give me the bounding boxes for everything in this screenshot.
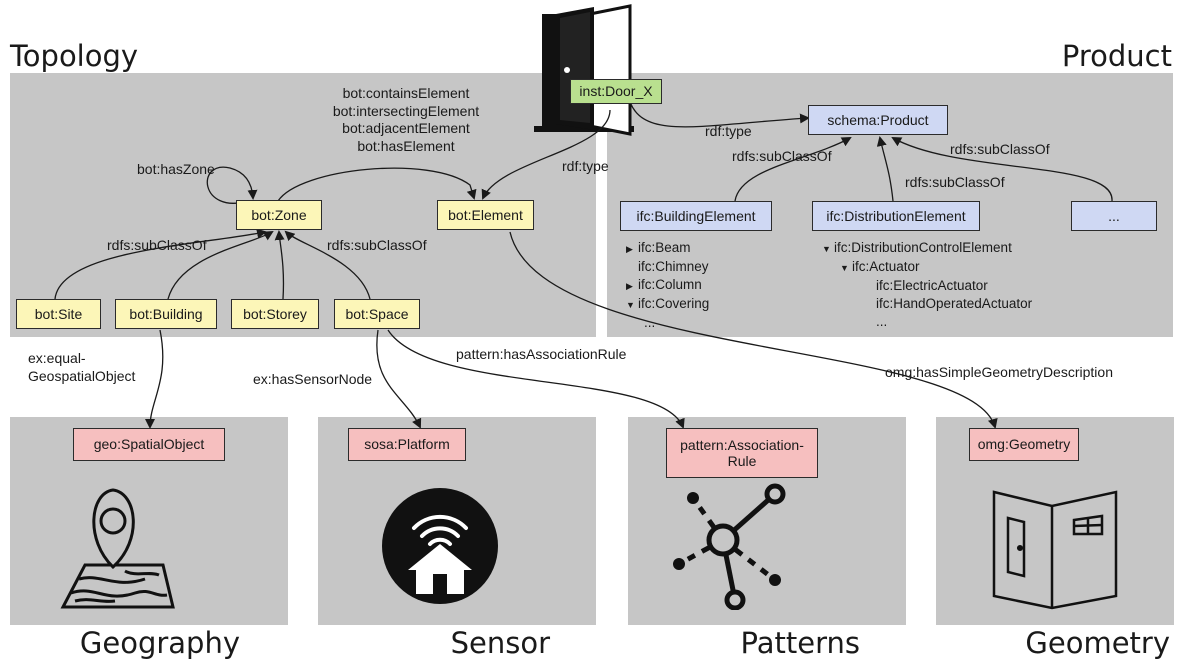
sosa-platform-node[interactable]: sosa:Platform — [348, 428, 466, 461]
tree-item[interactable]: ▼ifc:Actuator — [822, 258, 1032, 277]
tree-item[interactable]: ifc:ElectricActuator — [876, 278, 988, 293]
expand-arrow-icon[interactable]: ▶ — [626, 244, 633, 254]
tree-item[interactable]: ▶ifc:Column — [626, 276, 709, 295]
edge-space-zone — [284, 230, 371, 300]
geography-title: Geography — [79, 626, 240, 660]
expand-arrow-icon[interactable]: ▶ — [626, 281, 633, 291]
schema-product-node[interactable]: schema:Product — [808, 105, 948, 135]
product-subclass-mid-label: rdfs:subClassOf — [905, 174, 1005, 190]
distribution-element-tree: ▼ifc:DistributionControlElement ▼ifc:Act… — [822, 239, 1032, 331]
omg-geometry-node[interactable]: omg:Geometry — [969, 428, 1079, 461]
patterns-title: Patterns — [740, 626, 860, 660]
tree-item: ... — [876, 314, 888, 329]
edge-space-association-rule — [387, 329, 685, 429]
has-zone-label: bot:hasZone — [137, 161, 215, 177]
zone-subclass-left-label: rdfs:subClassOf — [107, 237, 207, 253]
geometry-title: Geometry — [1025, 626, 1170, 660]
zone-subclass-right-label: rdfs:subClassOf — [327, 237, 427, 253]
has-association-rule-label: pattern:hasAssociationRule — [456, 346, 627, 362]
building-element-tree: ▶ifc:Beam ifc:Chimney ▶ifc:Column ▼ifc:C… — [626, 239, 709, 332]
edge-building-element-product — [734, 137, 852, 202]
tree-item: ... — [644, 315, 656, 330]
door-instance-node[interactable]: inst:Door_X — [570, 79, 662, 104]
collapse-arrow-icon[interactable]: ▼ — [626, 300, 635, 310]
bot-zone-node[interactable]: bot:Zone — [236, 200, 322, 230]
tree-item[interactable]: ifc:Chimney — [638, 259, 709, 274]
product-subclass-right-label: rdfs:subClassOf — [950, 141, 1050, 157]
tree-item[interactable]: ▼ifc:Covering — [626, 295, 709, 314]
edge-building-spatial-object — [145, 329, 164, 429]
door-type-element-label: rdf:type — [562, 158, 609, 174]
collapse-arrow-icon[interactable]: ▼ — [822, 244, 831, 254]
tree-item[interactable]: ifc:HandOperatedActuator — [876, 296, 1033, 311]
edge-space-platform — [376, 329, 422, 429]
bot-storey-node[interactable]: bot:Storey — [231, 299, 319, 329]
door-type-product-label: rdf:type — [705, 123, 752, 139]
edge-zone-element — [277, 167, 477, 202]
bot-site-node[interactable]: bot:Site — [16, 299, 101, 329]
bot-element-properties-label: bot:containsElement bot:intersectingElem… — [332, 85, 480, 154]
bot-element-node[interactable]: bot:Element — [437, 200, 534, 230]
sensor-title: Sensor — [450, 626, 550, 660]
bot-building-node[interactable]: bot:Building — [115, 299, 217, 329]
edge-distribution-element-product — [876, 136, 894, 202]
more-classes-node[interactable]: ... — [1071, 201, 1157, 231]
product-subclass-left-label: rdfs:subClassOf — [732, 148, 832, 164]
edge-building-zone — [167, 230, 274, 300]
geo-spatial-object-node[interactable]: geo:SpatialObject — [73, 428, 225, 461]
edge-more-product — [891, 137, 1113, 202]
tree-item[interactable]: ▼ifc:DistributionControlElement — [822, 239, 1032, 258]
has-geometry-label: omg:hasSimpleGeometryDescription — [885, 364, 1113, 380]
has-sensor-node-label: ex:hasSensorNode — [253, 371, 373, 387]
smart-home-icon — [382, 488, 498, 604]
bot-space-node[interactable]: bot:Space — [334, 299, 420, 329]
edge-door-product — [629, 101, 810, 128]
ifc-building-element-node[interactable]: ifc:BuildingElement — [620, 201, 772, 231]
edge-storey-zone — [274, 230, 285, 300]
collapse-arrow-icon[interactable]: ▼ — [840, 263, 849, 273]
edge-element-geometry — [509, 231, 998, 429]
edge-site-zone — [54, 228, 267, 300]
map-pin-icon — [60, 488, 175, 609]
edge-has-zone — [206, 166, 258, 204]
pattern-association-rule-node[interactable]: pattern:Association- Rule — [666, 428, 818, 478]
network-pattern-icon — [673, 483, 786, 610]
product-title: Product — [1061, 39, 1172, 73]
room-geometry-icon — [992, 490, 1118, 610]
topology-title: Topology — [10, 39, 139, 73]
equal-geospatial-label: ex:equal- GeospatialObject — [28, 350, 136, 384]
ifc-distribution-element-node[interactable]: ifc:DistributionElement — [812, 201, 980, 231]
edge-door-element — [481, 109, 611, 200]
tree-item[interactable]: ▶ifc:Beam — [626, 239, 709, 258]
